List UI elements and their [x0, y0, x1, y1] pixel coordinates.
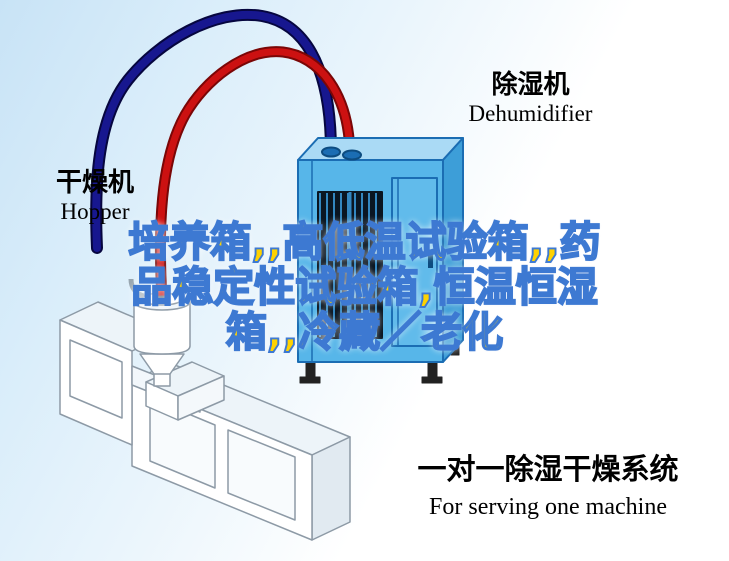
hopper-label-zh: 干燥机 — [55, 168, 134, 198]
headline-line-1: 培养箱,,高低温试验箱,,药 — [127, 218, 601, 266]
pipe-inlet-fitting — [321, 146, 341, 158]
hopper-elbow-pipe — [128, 278, 145, 299]
headline-text: 培养箱,,高低温试验箱,,药 品稳定性试验箱,恒温恒湿 箱,,冷藏／老化 — [0, 218, 729, 356]
hopper-label-en: Hopper — [60, 199, 130, 224]
system-caption: 一对一除湿干燥系统 For serving one machine — [397, 452, 699, 522]
return-air-pipe — [90, 8, 337, 254]
headline-line-3: 箱,,冷藏／老化 — [225, 308, 504, 356]
dehumidifier-label: 除湿机 Dehumidifier — [428, 70, 633, 127]
hopper-label: 干燥机 Hopper — [30, 168, 160, 225]
caption-zh: 一对一除湿干燥系统 — [417, 452, 679, 486]
hopper-stand-side — [177, 375, 225, 421]
machine-front-panel — [227, 429, 296, 521]
hopper-body — [133, 301, 191, 355]
hopper-pipe-fitting — [155, 295, 169, 303]
door-handle — [428, 252, 433, 268]
pipe-inlet-fitting — [342, 149, 362, 161]
hopper-dryer-illustration — [128, 278, 191, 387]
caption-en: For serving one machine — [429, 494, 667, 520]
dehumidifier-illustration — [297, 137, 464, 384]
dehumidifier-label-en: Dehumidifier — [468, 101, 593, 126]
dry-air-pipe — [154, 46, 356, 304]
dehumidifier-label-zh: 除湿机 — [491, 70, 570, 100]
headline-line-2: 品稳定性试验箱,恒温恒湿 — [130, 263, 598, 311]
machine-front-panel — [149, 397, 216, 489]
machine-left-unit-panel — [69, 339, 123, 419]
machine-left-unit-front — [59, 319, 133, 446]
machine-body-end — [311, 436, 351, 541]
